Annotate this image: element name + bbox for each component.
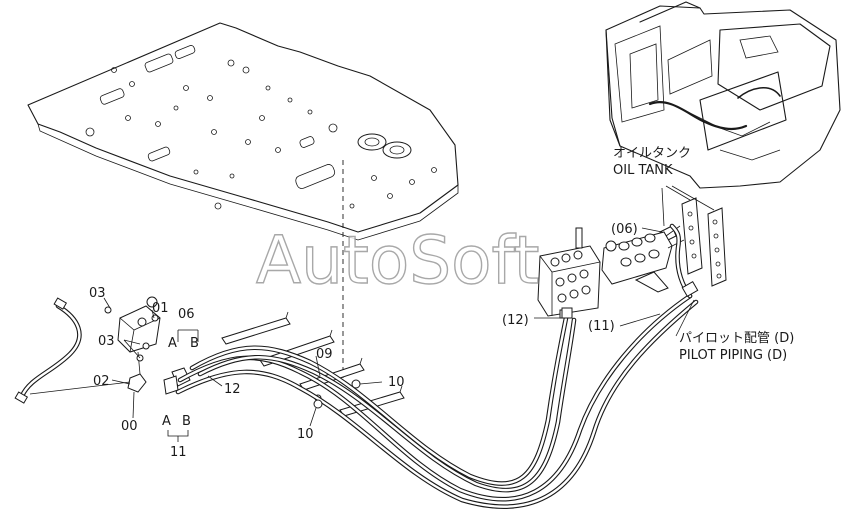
- label-06-paren: (06): [611, 222, 638, 237]
- label-11-paren: (11): [588, 319, 615, 334]
- floor-plate: [27, 22, 459, 241]
- label-12: 12: [224, 382, 241, 397]
- bolt-10-right: [351, 379, 361, 389]
- pilot-valve-bank: [601, 225, 685, 293]
- label-b-bottom: B: [182, 414, 191, 429]
- control-valve: [537, 227, 601, 319]
- label-b-top: B: [190, 336, 199, 351]
- oil-tank-pipes: [659, 197, 727, 287]
- pilot-hoses: [175, 223, 699, 509]
- label-06: 06: [178, 307, 195, 322]
- label-00: 00: [121, 419, 138, 434]
- label-03-mid: 03: [98, 334, 115, 349]
- label-10-bottom: 10: [297, 427, 314, 442]
- small-hose: [14, 297, 82, 404]
- leader-lines: [103, 227, 695, 442]
- label-a-bottom: A: [162, 414, 171, 429]
- label-02: 02: [93, 374, 110, 389]
- watermark-text: AutoSoft: [256, 222, 539, 299]
- label-01: 01: [152, 301, 169, 316]
- machine-body: [605, 1, 841, 189]
- label-03-top: 03: [89, 286, 106, 301]
- pilot-piping-label-en: PILOT PIPING (D): [679, 348, 787, 363]
- bolt-10-bottom: [313, 399, 323, 409]
- oil-tank-label-en: OIL TANK: [613, 163, 673, 178]
- oil-tank-leader: [661, 185, 715, 227]
- label-09: 09: [316, 347, 333, 362]
- label-11: 11: [170, 445, 187, 460]
- oil-tank-label-jp: オイルタンク: [613, 146, 691, 161]
- pilot-piping-label-jp: パイロット配管 (D): [679, 331, 794, 346]
- label-a-top: A: [168, 336, 177, 351]
- label-12-paren: (12): [502, 313, 529, 328]
- label-10-right: 10: [388, 375, 405, 390]
